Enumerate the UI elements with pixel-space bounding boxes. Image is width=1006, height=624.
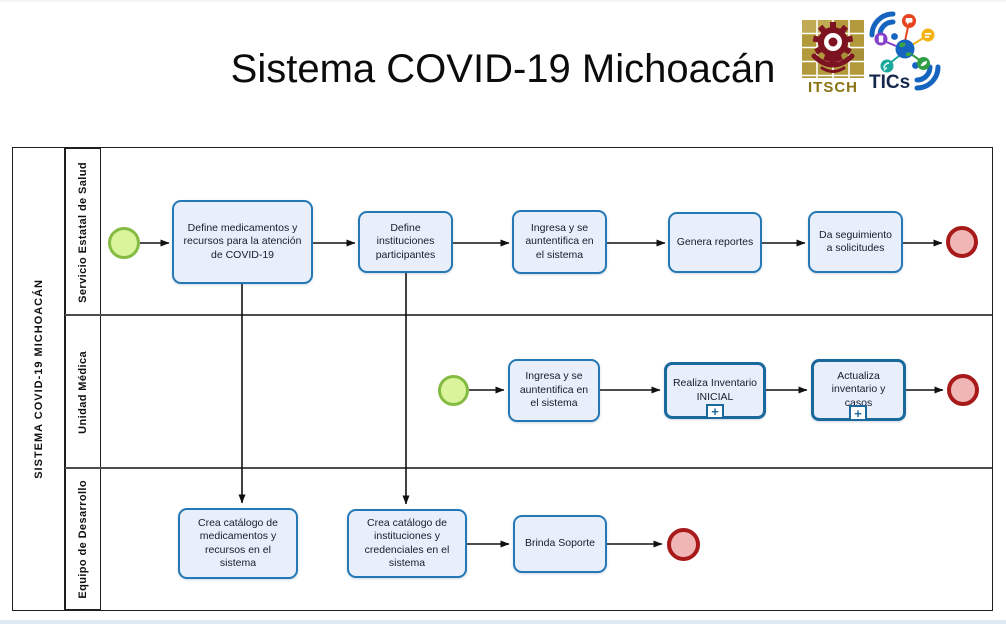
- lane-label-servicio-estatal: Servicio Estatal de Salud: [65, 148, 101, 316]
- subprocess-plus-icon: +: [849, 405, 867, 421]
- subprocess-realiza-inventario: Realiza Inventario INICIAL: [664, 362, 766, 419]
- task-label: Ingresa y se auntentifica en el sistema: [519, 370, 589, 410]
- tics-logo-text: TICs: [869, 72, 910, 93]
- end-event-unidad-medica: [947, 374, 979, 406]
- end-event-servicio-estatal: [946, 226, 978, 258]
- tics-logo: TICs: [869, 11, 941, 93]
- task-genera-reportes: Genera reportes: [668, 212, 762, 273]
- signal-icon: [880, 59, 894, 73]
- itsch-smile-shape: [811, 53, 855, 68]
- itsch-logo-text: ITSCH: [808, 79, 858, 96]
- task-label: Ingresa y se auntentifica en el sistema: [525, 221, 594, 261]
- lane-label-text: Unidad Médica: [77, 350, 89, 434]
- task-ingresa-autentifica-ses: Ingresa y se auntentifica en el sistema: [512, 210, 607, 274]
- itsch-logo: ITSCH: [802, 20, 864, 96]
- lane-label-text: Servicio Estatal de Salud: [77, 161, 89, 303]
- task-brinda-soporte: Brinda Soporte: [513, 515, 607, 573]
- lane-separator: [65, 467, 992, 469]
- task-crea-catalogo-instituciones: Crea catálogo de instituciones y credenc…: [347, 509, 467, 578]
- subprocess-plus-icon: +: [706, 404, 724, 419]
- task-label: Da seguimiento a solicitudes: [819, 228, 892, 254]
- end-event-equipo-desarrollo: [667, 528, 700, 561]
- task-da-seguimiento: Da seguimiento a solicitudes: [808, 211, 903, 273]
- page-title: Sistema COVID-19 Michoacán: [230, 47, 776, 91]
- pool-name: SISTEMA COVID-19 MICHOACÁN: [32, 279, 45, 479]
- lane-label-equipo-desarrollo: Equipo de Desarrollo: [65, 468, 101, 610]
- card-icon: [921, 28, 935, 42]
- task-define-instituciones: Define instituciones participantes: [358, 211, 453, 273]
- task-label: Crea catálogo de medicamentos y recursos…: [198, 516, 278, 569]
- task-label: Crea catálogo de instituciones y credenc…: [364, 516, 450, 569]
- start-event-servicio-estatal: [108, 227, 140, 259]
- lane-label-unidad-medica: Unidad Médica: [65, 315, 101, 469]
- top-edge-line: [0, 0, 1006, 2]
- start-event-unidad-medica: [438, 375, 469, 406]
- task-label: Define instituciones participantes: [375, 221, 436, 261]
- task-ingresa-autentifica-um: Ingresa y se auntentifica en el sistema: [508, 359, 600, 422]
- task-label: Realiza Inventario INICIAL: [672, 377, 758, 403]
- pool-name-strip: SISTEMA COVID-19 MICHOACÁN: [13, 148, 65, 610]
- task-define-medicamentos: Define medicamentos y recursos para la a…: [172, 200, 313, 284]
- bottom-edge-strip: [0, 620, 1006, 624]
- task-label: Define medicamentos y recursos para la a…: [183, 221, 302, 261]
- lane-separator: [65, 314, 992, 316]
- lane-label-text: Equipo de Desarrollo: [77, 479, 89, 599]
- task-label: Brinda Soporte: [524, 537, 596, 550]
- globe-icon: [895, 39, 915, 59]
- task-label: Genera reportes: [676, 235, 754, 248]
- logos: ITSCH: [798, 8, 946, 96]
- task-crea-catalogo-medicamentos: Crea catálogo de medicamentos y recursos…: [178, 508, 298, 579]
